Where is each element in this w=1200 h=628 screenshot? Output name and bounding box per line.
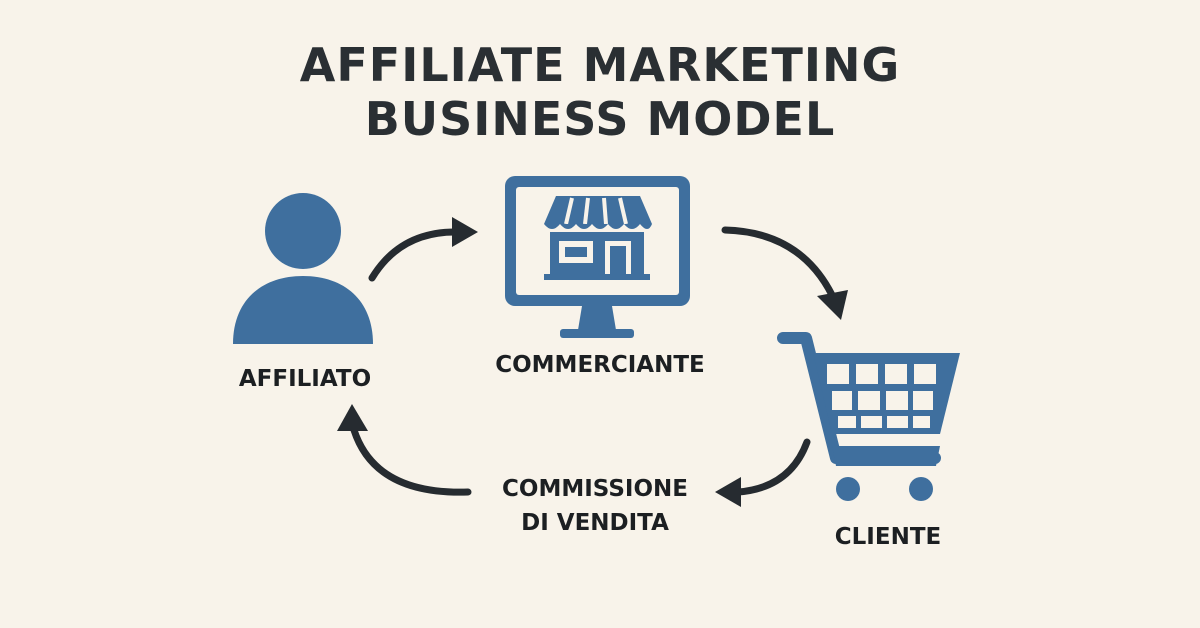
arrow-commission-to-affiliate [337,404,472,496]
title-line-2: BUSINESS MODEL [364,92,836,146]
merchant-label: COMMERCIANTE [495,352,705,378]
customer-label: CLIENTE [834,524,942,550]
commission-label-line-1: COMMISSIONE [502,476,688,502]
arrow-customer-to-commission [715,438,811,507]
affiliate-label: AFFILIATO [238,366,372,392]
storefront-monitor-icon [505,176,690,338]
person-icon [233,193,373,344]
commission-label: COMMISSIONE DI VENDITA [470,472,720,540]
shopping-cart-icon [777,332,960,501]
diagram-title: AFFILIATE MARKETING BUSINESS MODEL [0,38,1200,146]
title-line-1: AFFILIATE MARKETING [299,38,901,92]
arrow-merchant-to-customer [721,226,848,320]
arrow-affiliate-to-merchant [368,217,478,282]
commission-label-line-2: DI VENDITA [521,510,669,536]
